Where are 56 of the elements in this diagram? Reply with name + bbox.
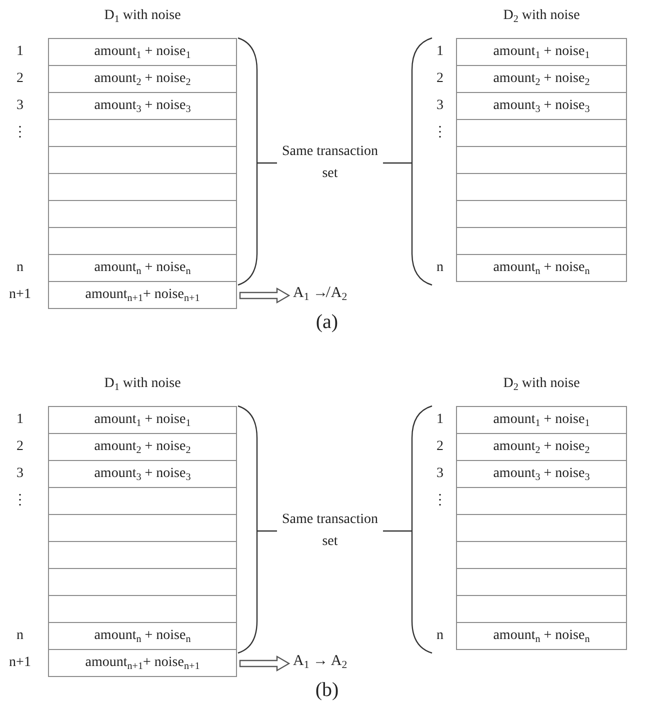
hollow-arrow: [239, 655, 290, 672]
row-number: ⋮: [12, 492, 28, 510]
row-number: 2: [436, 438, 444, 456]
bracket-label: Same transaction set: [280, 143, 380, 183]
row-number: n+1: [8, 286, 32, 304]
result-label: A$_{1}$ → A$_{2}$: [293, 653, 348, 670]
row-number: 1: [436, 42, 444, 61]
table-row: amount$_{1}$ + noise$_{1}$: [457, 407, 626, 434]
table-row: amount$_{n}$ + noise$_{n}$: [49, 255, 236, 282]
table-row: amount$_{n}$ + noise$_{n}$: [457, 255, 626, 282]
row-number: n: [436, 626, 444, 645]
table: [456, 38, 627, 282]
row-number: n: [16, 626, 24, 645]
table-row: amount$_{2}$ + noise$_{2}$: [49, 434, 236, 461]
bracket-label: Same transaction set: [280, 511, 380, 551]
row-number: 2: [16, 438, 24, 456]
row-number: 3: [436, 96, 444, 115]
table-heading: D$_{1}$ with noise: [103, 8, 182, 24]
table-row: amount$_{2}$ + noise$_{2}$: [49, 66, 236, 93]
table: [456, 406, 627, 650]
table-row: amount$_{3}$ + noise$_{3}$: [49, 93, 236, 120]
table-row: amount$_{3}$ + noise$_{3}$: [457, 461, 626, 488]
row-number: 2: [436, 70, 444, 88]
row-number: 3: [16, 96, 24, 115]
row-number: 3: [436, 464, 444, 483]
table-row: amount$_{2}$ + noise$_{2}$: [457, 66, 626, 93]
table-row: amount$_{n+1}$+ noise$_{n+1}$: [49, 650, 236, 677]
row-number: 1: [16, 42, 24, 61]
row-number: ⋮: [432, 124, 448, 142]
row-number: 1: [16, 410, 24, 429]
row-number: n+1: [8, 654, 32, 672]
table-row: amount$_{1}$ + noise$_{1}$: [49, 407, 236, 434]
row-number: ⋮: [432, 492, 448, 510]
table-heading: D$_{2}$ with noise: [502, 376, 581, 392]
table-row: amount$_{3}$ + noise$_{3}$: [457, 93, 626, 120]
table-row: amount$_{1}$ + noise$_{1}$: [49, 39, 236, 66]
table-row: amount$_{n+1}$+ noise$_{n+1}$: [49, 282, 236, 309]
table-heading: D$_{2}$ with noise: [502, 8, 581, 24]
row-number: 1: [436, 410, 444, 429]
table-row: amount$_{n}$ + noise$_{n}$: [49, 623, 236, 650]
table-row: amount$_{n}$ + noise$_{n}$: [457, 623, 626, 650]
row-number: ⋮: [12, 124, 28, 142]
row-number: n: [436, 258, 444, 277]
result-label: A$_{1}$ ↛ A$_{2}$: [293, 285, 348, 302]
row-number: n: [16, 258, 24, 277]
table-row: amount$_{2}$ + noise$_{2}$: [457, 434, 626, 461]
hollow-arrow: [239, 287, 290, 304]
row-number: 3: [16, 464, 24, 483]
table-row: amount$_{3}$ + noise$_{3}$: [49, 461, 236, 488]
table: [48, 406, 237, 677]
panel-caption: (a): [314, 310, 340, 334]
table-heading: D$_{1}$ with noise: [103, 376, 182, 392]
row-number: 2: [16, 70, 24, 88]
table-row: amount$_{1}$ + noise$_{1}$: [457, 39, 626, 66]
table: [48, 38, 237, 309]
panel-caption: (b): [314, 678, 340, 702]
